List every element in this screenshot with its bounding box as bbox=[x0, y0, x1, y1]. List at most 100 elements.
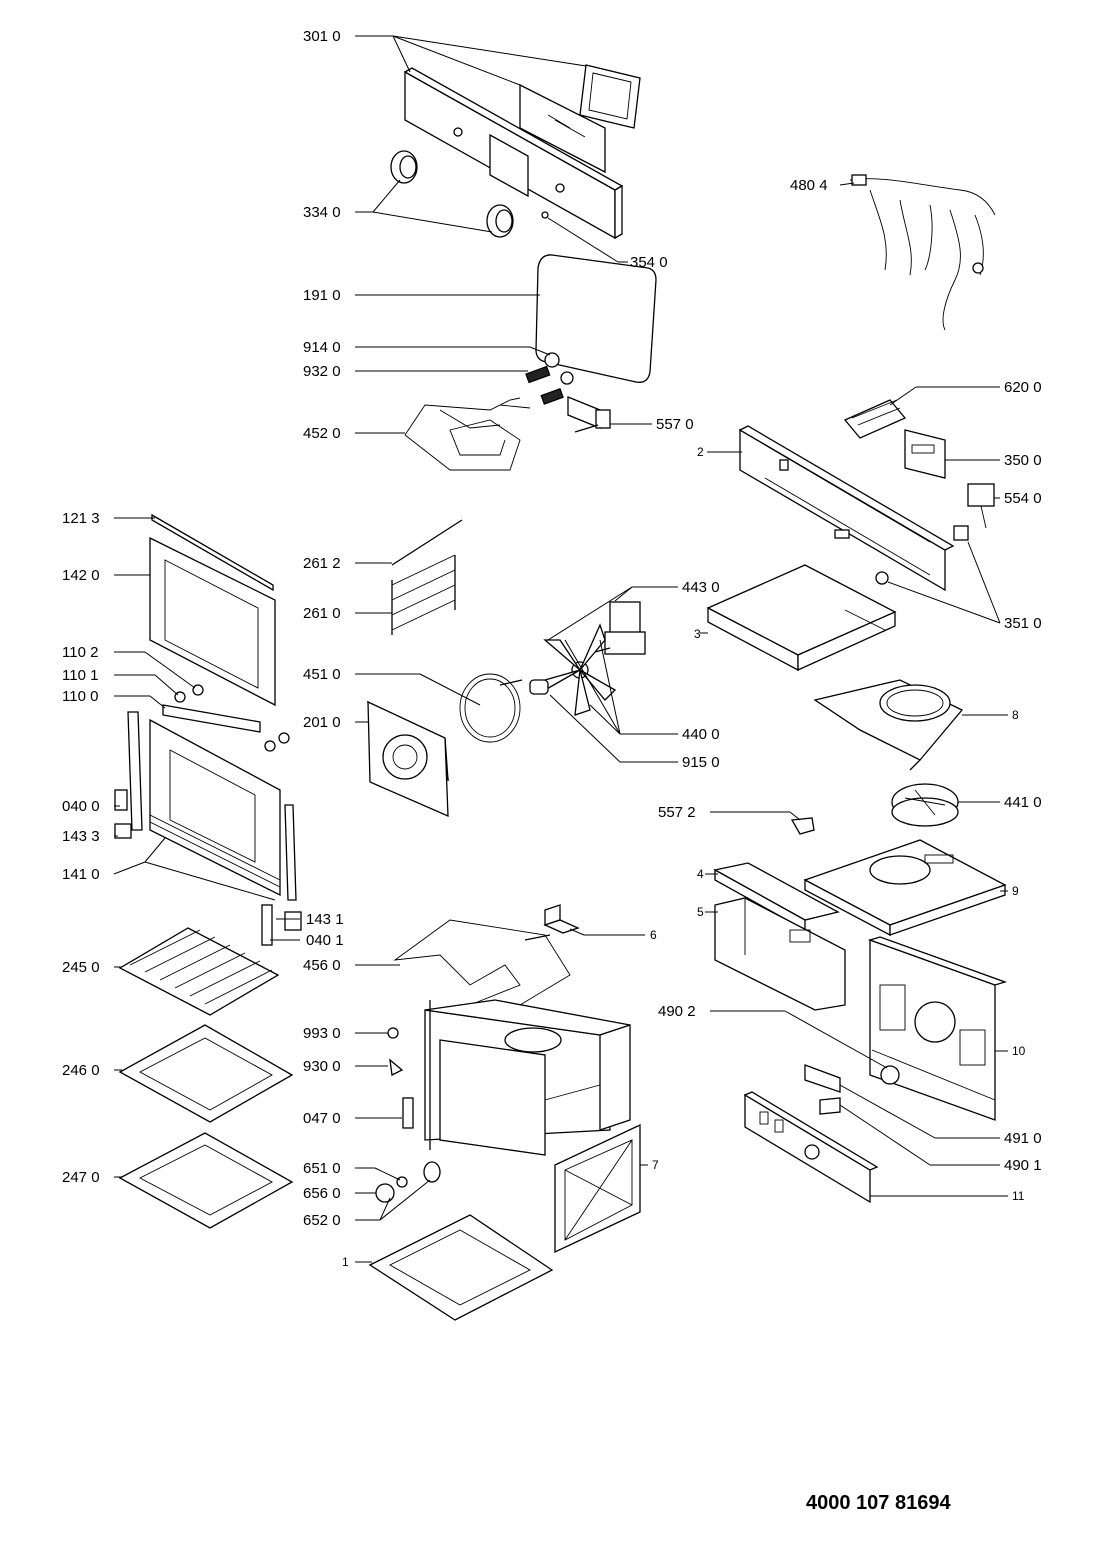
label-915-0: 915 0 bbox=[682, 754, 720, 771]
label-443-0: 443 0 bbox=[682, 579, 720, 596]
control-panel-part bbox=[403, 67, 624, 240]
switch-part bbox=[967, 483, 995, 529]
label-452-0: 452 0 bbox=[303, 425, 341, 442]
label-2: 2 bbox=[697, 445, 704, 459]
display-frame-part bbox=[579, 64, 641, 129]
wire-rack-part bbox=[118, 927, 280, 1016]
label-490-1: 490 1 bbox=[1004, 1157, 1042, 1174]
label-440-0: 440 0 bbox=[682, 726, 720, 743]
fan-blade-part bbox=[529, 623, 617, 716]
door-gasket-part bbox=[535, 254, 657, 383]
label-040-1: 040 1 bbox=[306, 932, 344, 949]
label-247-0: 247 0 bbox=[62, 1169, 100, 1186]
label-557-2: 557 2 bbox=[658, 804, 696, 821]
control-knob-part bbox=[390, 150, 514, 238]
bottom-heating-element-part bbox=[393, 919, 571, 1016]
cover-plate-part bbox=[706, 564, 897, 672]
label-141-0: 141 0 bbox=[62, 866, 100, 883]
back-panel-part bbox=[867, 936, 1008, 1121]
label-9: 9 bbox=[1012, 884, 1019, 898]
connector-block-part bbox=[804, 1064, 841, 1115]
label-932-0: 932 0 bbox=[303, 363, 341, 380]
clamp-part bbox=[543, 904, 580, 934]
fan-housing-part bbox=[813, 679, 964, 771]
label-110-2: 110 2 bbox=[62, 644, 98, 661]
label-10: 10 bbox=[1012, 1044, 1026, 1058]
door-side-profile-part bbox=[127, 711, 297, 901]
shelf-support-part bbox=[391, 519, 463, 635]
grill-element-part bbox=[404, 397, 531, 471]
inner-door-part bbox=[149, 718, 281, 897]
label-047-0: 047 0 bbox=[303, 1110, 341, 1127]
label-040-0: 040 0 bbox=[62, 798, 100, 815]
fan-motor-part bbox=[594, 601, 646, 655]
thermostat-part bbox=[567, 396, 611, 433]
side-bracket-part bbox=[714, 897, 846, 1011]
terminal-block-part bbox=[843, 399, 907, 439]
push-button-part bbox=[541, 211, 549, 219]
label-351-0: 351 0 bbox=[1004, 615, 1042, 632]
oven-cavity-part bbox=[424, 999, 631, 1156]
label-441-0: 441 0 bbox=[1004, 794, 1042, 811]
label-451-0: 451 0 bbox=[303, 666, 341, 683]
thermal-cutout-part bbox=[875, 525, 969, 585]
front-frame-part bbox=[554, 1123, 641, 1254]
label-143-1: 143 1 bbox=[306, 911, 344, 928]
label-651-0: 651 0 bbox=[303, 1160, 341, 1177]
label-490-2: 490 2 bbox=[658, 1003, 696, 1020]
label-191-0: 191 0 bbox=[303, 287, 341, 304]
label-354-0: 354 0 bbox=[630, 254, 668, 271]
label-7: 7 bbox=[652, 1158, 659, 1172]
door-hinge-part bbox=[114, 789, 302, 946]
label-261-2: 261 2 bbox=[303, 555, 341, 572]
label-620-0: 620 0 bbox=[1004, 379, 1042, 396]
label-554-0: 554 0 bbox=[1004, 490, 1042, 507]
label-110-1: 110 1 bbox=[62, 667, 98, 684]
leader-lines bbox=[113, 35, 1008, 1263]
outer-door-glass-part bbox=[149, 536, 276, 707]
safety-thermostat-part bbox=[790, 817, 815, 835]
label-6: 6 bbox=[650, 928, 657, 942]
label-3: 3 bbox=[694, 627, 701, 641]
lamp-parts bbox=[525, 352, 574, 405]
label-480-4: 480 4 bbox=[790, 177, 828, 194]
base-plate-part bbox=[368, 1214, 554, 1321]
label-656-0: 656 0 bbox=[303, 1185, 341, 1202]
label-334-0: 334 0 bbox=[303, 204, 341, 221]
label-201-0: 201 0 bbox=[303, 714, 341, 731]
part-labels: 301 0 334 0 354 0 480 4 191 0 914 0 932 … bbox=[62, 28, 1042, 1269]
fan-cover-part bbox=[367, 700, 449, 818]
label-142-0: 142 0 bbox=[62, 567, 100, 584]
wiring-harness-part bbox=[849, 174, 996, 331]
label-914-0: 914 0 bbox=[303, 339, 341, 356]
label-350-0: 350 0 bbox=[1004, 452, 1042, 469]
label-1: 1 bbox=[342, 1255, 349, 1269]
document-number: 4000 107 81694 bbox=[806, 1492, 951, 1514]
top-panel-part bbox=[803, 839, 1007, 937]
label-121-3: 121 3 bbox=[62, 510, 100, 527]
label-557-0: 557 0 bbox=[656, 416, 694, 433]
label-4: 4 bbox=[697, 867, 704, 881]
label-456-0: 456 0 bbox=[303, 957, 341, 974]
lamp-socket-part bbox=[880, 1065, 900, 1085]
label-246-0: 246 0 bbox=[62, 1062, 100, 1079]
deep-tray-part bbox=[118, 1132, 294, 1229]
label-491-0: 491 0 bbox=[1004, 1130, 1042, 1147]
timer-module-part bbox=[904, 429, 946, 479]
label-245-0: 245 0 bbox=[62, 959, 100, 976]
label-5: 5 bbox=[697, 905, 704, 919]
label-110-0: 110 0 bbox=[62, 688, 98, 705]
baking-tray-part bbox=[118, 1024, 294, 1123]
label-143-3: 143 3 bbox=[62, 828, 100, 845]
door-hinge-parts bbox=[162, 684, 290, 752]
circular-heating-element-part bbox=[459, 673, 523, 743]
label-11: 11 bbox=[1012, 1189, 1025, 1203]
label-652-0: 652 0 bbox=[303, 1212, 341, 1229]
cooling-fan-motor-part bbox=[891, 783, 959, 827]
label-261-0: 261 0 bbox=[303, 605, 341, 622]
front-lower-panel-part bbox=[743, 1091, 879, 1204]
control-panel-glass-part bbox=[519, 83, 606, 174]
rear-panel-part bbox=[738, 425, 955, 592]
